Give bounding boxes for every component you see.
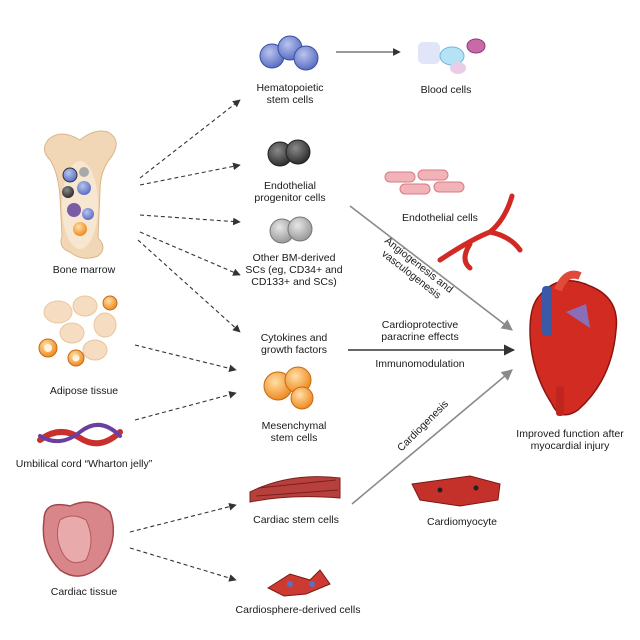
- adipose-tissue-illustration: [38, 295, 118, 367]
- umbilical-cord-illustration: [37, 423, 123, 447]
- cardiac-tissue-illustration: [42, 501, 115, 577]
- label-blood-cells: Blood cells: [420, 84, 472, 96]
- label-cardiomyocyte: Cardiomyocyte: [426, 516, 498, 528]
- hematopoietic-cells-illustration: [259, 35, 319, 71]
- cardiomyocyte-illustration: [411, 475, 501, 507]
- arrow-cord-mesenchymal: [134, 391, 237, 421]
- label-cardiac-stem: Cardiac stem cells: [253, 514, 339, 526]
- blood-cells-illustration: [418, 38, 486, 74]
- label-cardiosphere: Cardiosphere-derived cells: [235, 604, 361, 616]
- arrow-bm-other-2: [139, 231, 241, 276]
- arrow-adipose-mesenchymal: [134, 344, 237, 373]
- arrow-cardiac-tissue-csc: [129, 502, 237, 533]
- arrow-cardiac-tissue-cdc: [129, 547, 237, 582]
- arrows: [129, 48, 401, 582]
- mesenchymal-cells-illustration: [263, 366, 314, 410]
- label-endothelial-cells: Endothelial cells: [402, 212, 478, 224]
- arrow-bm-hematopoietic: [139, 99, 241, 179]
- arrow-cardiogenesis: [351, 369, 513, 505]
- endothelial-cells-illustration: [384, 169, 465, 195]
- arrow-angiogenesis: [349, 205, 513, 331]
- label-umbilical-cord: Umbilical cord “Wharton jelly”: [15, 458, 153, 470]
- label-immunomodulation: Immunomodulation: [375, 358, 465, 370]
- heart-illustration: [529, 270, 618, 416]
- cardiosphere-illustration: [266, 569, 331, 597]
- bone-marrow-illustration: [44, 130, 117, 259]
- arrow-bm-other: [139, 214, 241, 226]
- label-cardiac-tissue: Cardiac tissue: [50, 586, 118, 598]
- cardiac-stem-cells-illustration: [249, 476, 341, 503]
- blood-vessel-illustration: [437, 193, 523, 271]
- other-bm-cells-illustration: [269, 216, 313, 244]
- label-bone-marrow: Bone marrow: [52, 264, 116, 276]
- endothelial-progenitor-illustration: [267, 139, 311, 167]
- arrow-bm-endothelial-progenitor: [139, 162, 241, 186]
- mechanism-arrows: [348, 205, 516, 505]
- label-adipose-tissue: Adipose tissue: [49, 385, 119, 397]
- arrow-bm-cytokines: [137, 239, 241, 333]
